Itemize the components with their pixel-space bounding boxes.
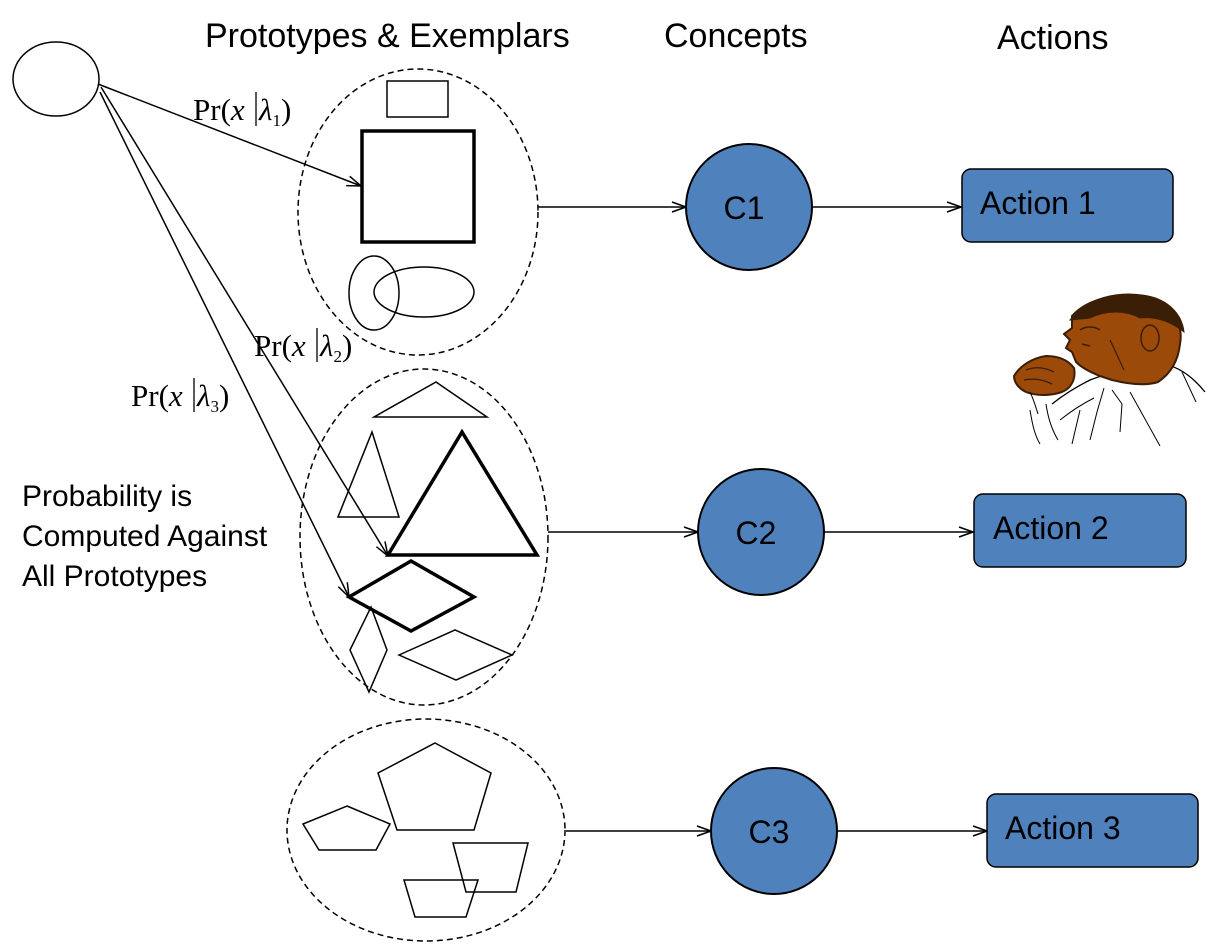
input-node: [12, 41, 100, 117]
prob-lambda: λ: [258, 92, 272, 127]
prob-label-2: Pr(x λ2): [254, 328, 352, 366]
svg-text:Pr(x: Pr(x: [131, 378, 183, 413]
svg-text:λ2): λ2): [319, 328, 352, 366]
prob-prefix: Pr(: [131, 378, 169, 413]
action-box-2: Action 2: [973, 493, 1187, 568]
header-prototypes: Prototypes & Exemplars: [205, 17, 570, 55]
exemplar-trapezoid-1: [452, 842, 529, 893]
action-label: Action 3: [1005, 810, 1121, 846]
action-box-3: Action 3: [986, 793, 1199, 868]
svg-text:λ1): λ1): [258, 92, 291, 130]
prob-prefix: Pr(: [193, 92, 231, 127]
prob-var: x: [168, 378, 183, 413]
exemplar-small-rectangle: [386, 80, 449, 118]
exemplar-trapezoid-2: [402, 879, 480, 918]
note: Probability is Computed Against All Prot…: [22, 480, 268, 593]
action-rect: [973, 493, 1187, 568]
thinking-person-icon: [1012, 293, 1206, 447]
prob-lambda: λ: [196, 378, 210, 413]
prob-close: ): [281, 92, 291, 127]
exemplar-tall-ellipse: [348, 255, 400, 331]
prob-sub: 3: [210, 397, 219, 416]
cluster-2: [299, 368, 549, 706]
prototype-pentagon: [377, 742, 492, 831]
note-line-3: All Prototypes: [22, 560, 207, 593]
prob-sub: 2: [333, 347, 342, 366]
note-line-1: Probability is: [22, 480, 192, 513]
svg-text:Pr(x: Pr(x: [254, 328, 306, 363]
action-box-1: Action 1: [961, 168, 1174, 243]
action-rect: [961, 168, 1174, 243]
prob-label-1: Pr(x λ1): [193, 92, 291, 130]
prob-sub: 1: [272, 111, 281, 130]
svg-text:Pr(x: Pr(x: [193, 92, 245, 127]
header-actions: Actions: [997, 19, 1109, 57]
prob-var: x: [230, 92, 245, 127]
cluster-3: [286, 718, 566, 942]
prob-close: ): [342, 328, 352, 363]
action-label: Action 2: [993, 510, 1109, 546]
prob-lambda: λ: [319, 328, 333, 363]
arrow-input-to-diamond: [99, 91, 349, 597]
exemplar-wide-diamond: [397, 629, 514, 681]
concept-label: C3: [749, 814, 790, 850]
action-label: Action 1: [980, 185, 1096, 221]
prototype-triangle: [384, 428, 541, 557]
exemplar-wide-ellipse: [373, 266, 475, 318]
exemplar-tall-triangle: [336, 429, 401, 518]
cluster-3-boundary: [286, 718, 566, 942]
concept-node-c2: C2: [697, 468, 825, 596]
prob-prefix: Pr(: [254, 328, 292, 363]
concept-label: C1: [724, 190, 765, 226]
cluster-2-boundary: [299, 368, 549, 706]
prototype-diamond: [345, 558, 478, 633]
exemplar-tall-diamond: [349, 605, 388, 694]
concept-label: C2: [736, 515, 777, 551]
concept-node-c1: C1: [685, 143, 813, 271]
exemplar-small-pentagon: [301, 805, 392, 851]
header-concepts: Concepts: [664, 17, 808, 55]
prob-label-3: Pr(x λ3): [131, 378, 229, 416]
note-line-2: Computed Against: [22, 520, 268, 553]
prototype-square: [360, 129, 476, 244]
action-rect: [986, 793, 1199, 868]
svg-text:λ3): λ3): [196, 378, 229, 416]
prob-close: ): [219, 378, 229, 413]
exemplar-flat-triangle: [371, 381, 490, 418]
cluster-1: [297, 68, 539, 356]
arrow-input-to-square: [97, 83, 361, 186]
prob-var: x: [291, 328, 306, 363]
concept-node-c3: C3: [710, 767, 838, 895]
cluster-1-boundary: [297, 68, 539, 356]
arrow-input-to-triangle: [100, 86, 388, 556]
